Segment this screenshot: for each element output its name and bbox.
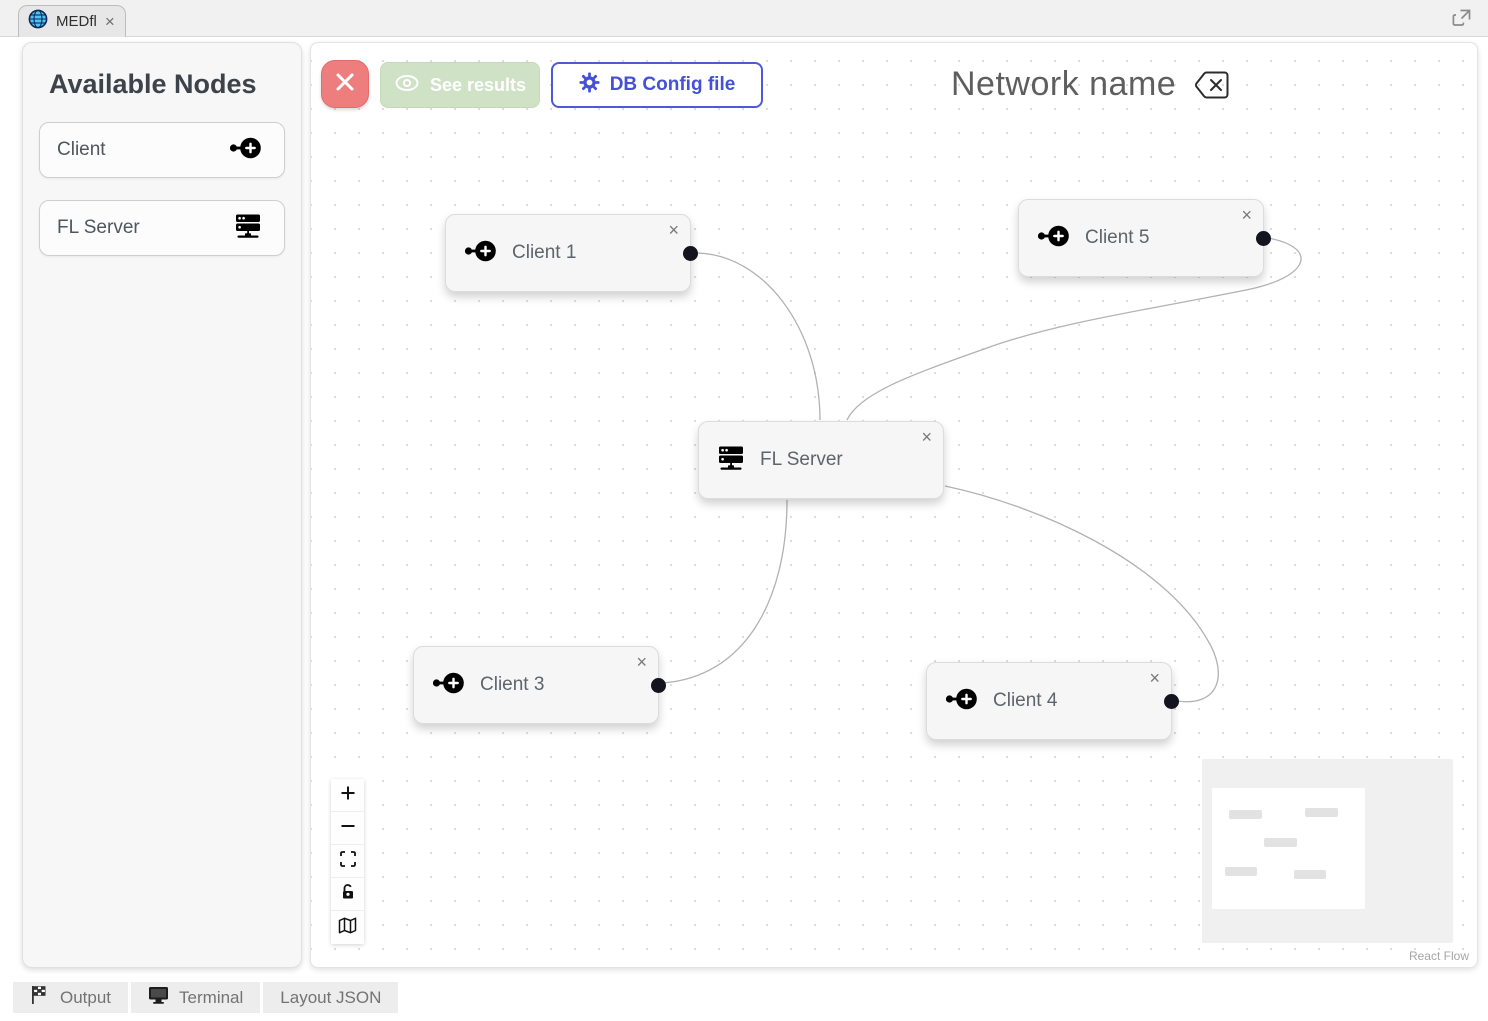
- node-label: Client 1: [512, 242, 577, 263]
- backspace-icon[interactable]: [1194, 68, 1230, 102]
- minimap-node: [1294, 870, 1326, 879]
- node-plus-icon: [945, 686, 978, 717]
- bottom-tab-label: Layout JSON: [280, 987, 382, 1007]
- node-label: Client 5: [1085, 227, 1150, 248]
- node-body: Client 4: [927, 663, 1171, 739]
- node-plus-icon: [464, 238, 497, 269]
- node-source-handle[interactable]: [1164, 694, 1179, 709]
- minus-icon: [340, 818, 356, 839]
- minimap-node: [1229, 810, 1262, 819]
- node-body: Client 3: [414, 647, 658, 723]
- monitor-icon: [148, 986, 169, 1010]
- node-close-icon[interactable]: ×: [668, 220, 679, 240]
- sidebar-title: Available Nodes: [49, 69, 257, 99]
- bottom-tab-bar: Output Terminal Layout JSON: [13, 982, 399, 1013]
- control-minimap-toggle-button[interactable]: [331, 911, 364, 944]
- db-config-button[interactable]: DB Config file: [551, 62, 763, 108]
- bottom-tab-output[interactable]: Output: [13, 982, 129, 1013]
- flag-icon: [30, 985, 50, 1010]
- control-fit-view-button[interactable]: [331, 845, 364, 878]
- edge-client3-server[interactable]: [662, 499, 788, 684]
- minimap-node: [1225, 867, 1257, 876]
- control-interactivity-button[interactable]: [331, 878, 364, 911]
- tab-close-icon[interactable]: ×: [104, 12, 115, 31]
- map-icon: [338, 917, 357, 939]
- flow-node-client-3[interactable]: Client 3 ×: [413, 646, 666, 724]
- available-nodes-panel: Available Nodes Client FL Server: [22, 42, 302, 968]
- flow-edges-layer: [662, 237, 1302, 703]
- sidebar-item-label: FL Server: [57, 217, 140, 238]
- node-label: Client 4: [993, 690, 1058, 711]
- flow-node-client-5[interactable]: Client 5 ×: [1018, 199, 1271, 277]
- bottom-tab-terminal[interactable]: Terminal: [131, 982, 261, 1013]
- node-close-icon[interactable]: ×: [1149, 668, 1160, 688]
- bottom-tab-layout-json[interactable]: Layout JSON: [263, 982, 399, 1013]
- flow-node-client-4[interactable]: Client 4 ×: [926, 662, 1179, 740]
- close-x-icon: [333, 70, 357, 99]
- node-close-icon[interactable]: ×: [921, 427, 932, 447]
- node-source-handle[interactable]: [1256, 231, 1271, 246]
- server-icon: [717, 444, 745, 477]
- node-close-icon[interactable]: ×: [1241, 205, 1252, 225]
- tab-title: MEDfl: [56, 13, 97, 30]
- eye-icon: [394, 74, 420, 97]
- plus-icon: [340, 785, 356, 806]
- edge-client4-server[interactable]: [944, 485, 1219, 703]
- reactflow-minimap[interactable]: [1202, 759, 1453, 943]
- bottom-tab-label: Terminal: [179, 987, 244, 1007]
- flow-node-client-1[interactable]: Client 1 ×: [445, 214, 698, 292]
- minimap-node: [1264, 838, 1297, 847]
- sidebar-node-fl-server[interactable]: FL Server: [39, 200, 285, 256]
- globe-icon: [28, 9, 48, 34]
- network-header: Network name: [951, 65, 1230, 104]
- edge-client1-server[interactable]: [694, 252, 821, 421]
- fit-view-icon: [339, 850, 356, 872]
- reactflow-attribution: React Flow: [1408, 949, 1469, 963]
- control-zoom-out-button[interactable]: [331, 812, 364, 845]
- node-source-handle[interactable]: [683, 246, 698, 261]
- minimap-viewport[interactable]: [1212, 788, 1365, 909]
- node-plus-icon: [229, 135, 262, 166]
- lock-icon: [340, 883, 356, 905]
- edge-client5-server[interactable]: [846, 237, 1302, 421]
- reactflow-controls: [331, 779, 364, 944]
- node-body: Client 1: [446, 215, 690, 291]
- node-close-icon[interactable]: ×: [636, 652, 647, 672]
- network-name-title: Network name: [951, 65, 1177, 103]
- sidebar-item-label: Client: [57, 139, 106, 160]
- minimap-node: [1305, 808, 1338, 817]
- sidebar-node-client[interactable]: Client: [39, 122, 285, 178]
- see-results-button[interactable]: See results: [380, 62, 540, 108]
- delete-network-button[interactable]: [321, 60, 369, 108]
- gear-icon: [579, 72, 600, 99]
- flow-node-fl-server[interactable]: FL Server ×: [698, 421, 944, 499]
- node-body: Client 5: [1019, 200, 1263, 276]
- flow-canvas[interactable]: Client 1×Client 5×FL Server×Client 3×Cli…: [310, 42, 1478, 968]
- browser-tab-medfl[interactable]: MEDfl ×: [18, 5, 126, 37]
- control-zoom-in-button[interactable]: [331, 779, 364, 812]
- db-config-label: DB Config file: [609, 74, 736, 95]
- node-body: FL Server: [699, 422, 943, 498]
- node-label: Client 3: [480, 674, 545, 695]
- external-link-icon[interactable]: [1452, 8, 1472, 28]
- node-source-handle[interactable]: [651, 678, 666, 693]
- bottom-tab-label: Output: [60, 987, 112, 1007]
- see-results-label: See results: [429, 74, 527, 95]
- browser-tab-bar: MEDfl ×: [0, 0, 1488, 37]
- node-label: FL Server: [760, 449, 843, 470]
- node-plus-icon: [1037, 223, 1070, 254]
- server-icon: [234, 212, 262, 245]
- node-plus-icon: [432, 670, 465, 701]
